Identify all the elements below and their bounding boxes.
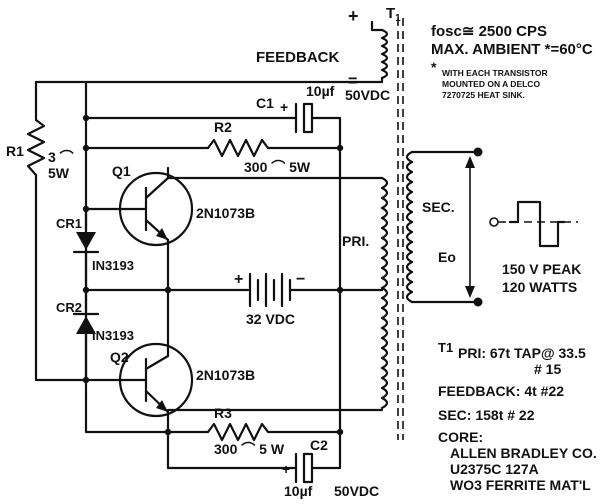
battery-minus: − bbox=[296, 271, 305, 288]
primary-winding bbox=[380, 176, 389, 410]
c1-capacitor-symbol bbox=[294, 102, 320, 134]
spec-core: CORE: bbox=[438, 429, 483, 445]
q1-transistor-symbol bbox=[118, 171, 194, 247]
spec-pri: PRI: 67t TAP@ 33.5 bbox=[458, 345, 586, 361]
spec-core-line1: ALLEN BRADLEY CO. bbox=[450, 445, 597, 461]
r1-resistor-symbol bbox=[26, 118, 46, 177]
r2-label: R2 bbox=[214, 119, 232, 135]
spec-t1: T1 bbox=[438, 340, 453, 355]
output-watts-label: 120 WATTS bbox=[502, 279, 577, 295]
pri-label: PRI. bbox=[342, 233, 369, 249]
transformer-core bbox=[397, 18, 404, 440]
feedback-label: FEEDBACK bbox=[256, 49, 340, 66]
junction-dots bbox=[82, 114, 483, 436]
r2-resistor-symbol bbox=[206, 138, 274, 158]
r1-value-a: 3 ⌒ bbox=[48, 149, 74, 165]
q2-transistor-symbol bbox=[118, 342, 194, 418]
r3-label: R3 bbox=[214, 405, 232, 421]
wiring bbox=[34, 20, 480, 470]
spec-feedback: FEEDBACK: 4t #22 bbox=[438, 383, 564, 399]
battery-plus: + bbox=[234, 271, 243, 288]
battery-label: 32 VDC bbox=[246, 311, 295, 327]
cr1-label: CR1 bbox=[56, 216, 82, 231]
spec-core-line3: WO3 FERRITE MAT'L bbox=[450, 477, 591, 493]
r3-resistor-symbol bbox=[206, 422, 274, 442]
cr1-diode-symbol bbox=[72, 232, 100, 264]
feedback-minus: = bbox=[348, 73, 357, 90]
note-line-3: 7270725 HEAT SINK. bbox=[442, 90, 525, 100]
c1-label: C1 bbox=[256, 95, 274, 111]
max-ambient-label: MAX. AMBIENT *=60°C bbox=[431, 41, 593, 58]
cr2-part: IN3193 bbox=[92, 328, 134, 343]
q2-label: Q2 bbox=[110, 349, 129, 365]
eo-label: Eo bbox=[438, 249, 456, 265]
note-star: * bbox=[431, 59, 437, 75]
c2-voltage: 50VDC bbox=[334, 483, 379, 499]
spec-pri-wire: # 15 bbox=[534, 361, 561, 377]
c1-plus: + bbox=[280, 99, 288, 115]
secondary-winding bbox=[405, 150, 414, 304]
q1-label: Q1 bbox=[112, 163, 131, 179]
c2-label: C2 bbox=[310, 437, 328, 453]
r2-value: 300 ⌒ 5W bbox=[244, 159, 311, 175]
feedback-winding bbox=[380, 28, 389, 80]
r3-value: 300 ⌒ 5 W bbox=[214, 441, 285, 457]
cr2-label: CR2 bbox=[56, 300, 82, 315]
r1-label: R1 bbox=[6, 143, 24, 159]
c2-plus: + bbox=[282, 461, 290, 477]
feedback-plus: + bbox=[348, 6, 359, 26]
sec-label: SEC. bbox=[422, 199, 455, 215]
fosc-label: fosc≅ 2500 CPS bbox=[431, 23, 547, 40]
cr2-diode-symbol bbox=[72, 312, 100, 382]
c1-value: 10µf bbox=[306, 83, 335, 99]
spec-sec: SEC: 158t # 22 bbox=[438, 407, 535, 423]
c2-value: 10µf bbox=[284, 483, 313, 499]
c1-voltage: 50VDC bbox=[345, 87, 390, 103]
spec-core-line2: U2375C 127A bbox=[450, 461, 539, 477]
r1-value-b: 5W bbox=[48, 165, 70, 181]
c2-capacitor-symbol bbox=[294, 452, 320, 484]
note-line-2: MOUNTED ON A DELCO bbox=[442, 79, 540, 89]
battery-symbol bbox=[248, 272, 292, 308]
q2-part: 2N1073B bbox=[196, 367, 255, 383]
eo-voltage-arrow bbox=[465, 156, 475, 298]
note-line-1: WITH EACH TRANSISTOR bbox=[442, 68, 548, 78]
output-waveform-icon bbox=[489, 200, 578, 248]
t1-label: T1 bbox=[386, 5, 401, 24]
cr1-part: IN3193 bbox=[92, 258, 134, 273]
q1-part: 2N1073B bbox=[196, 205, 255, 221]
output-peak-label: 150 V PEAK bbox=[502, 261, 581, 277]
